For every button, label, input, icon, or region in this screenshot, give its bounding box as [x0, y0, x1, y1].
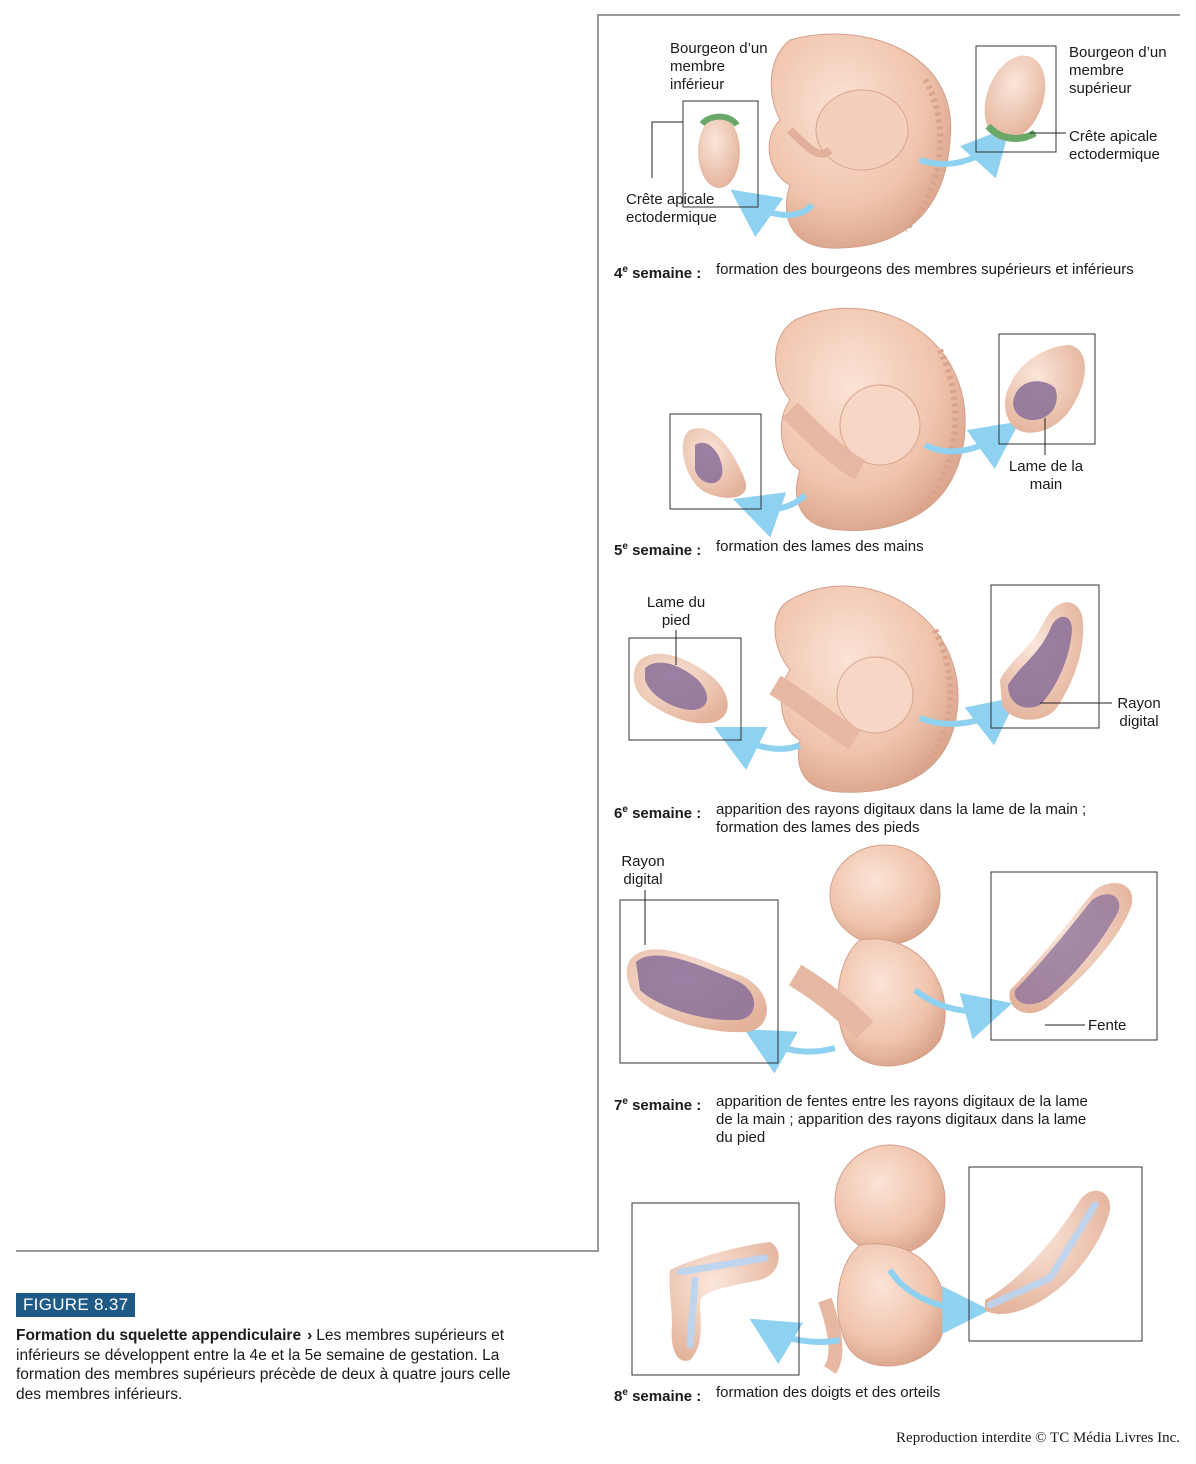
week7-caption: 7e semaine : apparition de fentes entre …	[614, 1093, 1088, 1146]
week7-desc-line: de la main ; apparition des rayons digit…	[716, 1111, 1087, 1128]
label-hand-plate: Lame de la main	[1008, 458, 1084, 493]
week4-desc-line: formation des bourgeons des membres supé…	[716, 261, 1134, 278]
figure-tag: FIGURE 8.37	[16, 1293, 136, 1317]
week6-word: semaine :	[632, 805, 702, 822]
week8-arrows	[749, 1268, 990, 1365]
lower-limb-bud	[698, 116, 740, 188]
week5-description: formation des lames des mains	[716, 538, 924, 556]
week5-inset-hand	[998, 333, 1096, 445]
week7-hand-rays	[1014, 894, 1120, 1005]
week7-desc-line: du pied	[716, 1129, 766, 1146]
week6-desc-line: apparition des rayons digitaux dans la l…	[716, 801, 1087, 818]
week5-word: semaine :	[632, 542, 702, 559]
week7-sup: e	[622, 1096, 628, 1107]
week7-embryo	[788, 844, 946, 1067]
week8-arm	[985, 1190, 1111, 1315]
week6-inset-foot	[628, 637, 742, 741]
week6-sup: e	[622, 804, 628, 815]
week5-embryo	[775, 307, 966, 532]
week6-foot-plate	[645, 662, 708, 710]
figure-caption-text: Les membres supérieurs et inférieurs se …	[16, 1327, 511, 1403]
week5-hand-plate	[1013, 381, 1057, 421]
week7-foot-plate	[636, 955, 755, 1021]
caption-arrow-icon: ›	[307, 1327, 313, 1344]
week8-embryo	[818, 1144, 947, 1374]
frame-bottom-line	[16, 1250, 599, 1252]
week6-hand-plate	[1008, 616, 1072, 708]
figure-caption: Formation du squelette appendiculaire ›Le…	[16, 1326, 536, 1404]
week4-inset-lower	[682, 100, 759, 208]
frame-top-line	[598, 14, 1180, 16]
label-bud-upper: Bourgeon d’un membre supérieur	[1069, 44, 1167, 97]
label-foot-plate: Lame du pied	[646, 594, 706, 629]
label-digital-ray-6: Rayon digital	[1117, 695, 1161, 730]
week8-sup: e	[622, 1387, 628, 1398]
label-ridge-right: Crête apicale ectodermique	[1069, 128, 1160, 163]
week8-inset-arm	[968, 1166, 1143, 1342]
week7-desc-line: apparition de fentes entre les rayons di…	[716, 1093, 1088, 1110]
frame-left-line	[597, 14, 599, 1252]
label-digital-ray-7: Rayon digital	[621, 853, 665, 888]
label-bud-lower: Bourgeon d’un membre inférieur	[670, 40, 768, 93]
week7-inset-foot	[619, 899, 779, 1064]
week8-desc-line: formation des doigts et des orteils	[716, 1384, 941, 1401]
week6-desc-line: formation des lames des pieds	[716, 819, 920, 836]
week7-number: 7	[614, 1097, 623, 1114]
figure-caption-title: Formation du squelette appendiculaire	[16, 1327, 302, 1344]
week6-embryo	[769, 585, 959, 793]
copyright-notice: Reproduction interdite © TC Média Livres…	[896, 1430, 1180, 1446]
week8-word: semaine :	[632, 1388, 702, 1405]
week8-inset-leg	[631, 1202, 800, 1376]
week4-sup: e	[622, 264, 628, 275]
week7-description: apparition de fentes entre les rayons di…	[716, 1093, 1088, 1147]
lower-apical-ridge	[699, 113, 740, 127]
label-notch: Fente	[1088, 1017, 1127, 1034]
week5-number: 5	[614, 542, 623, 559]
week5-inset-foot	[669, 413, 762, 510]
week7-arrows	[744, 987, 1013, 1074]
week4-arrows	[730, 126, 1011, 238]
week6-number: 6	[614, 805, 623, 822]
week4-embryo	[768, 33, 952, 249]
week8-description: formation des doigts et des orteils	[716, 1384, 940, 1402]
week5-arrows	[733, 421, 1020, 538]
week4-description: formation des bourgeons des membres supé…	[716, 261, 1134, 279]
week5-sup: e	[622, 541, 628, 552]
week4-word: semaine :	[632, 265, 702, 282]
week8-arm-bones	[986, 1201, 1099, 1309]
week4-caption: 4e semaine : formation des bourgeons des…	[614, 261, 1134, 283]
week7-word: semaine :	[632, 1097, 702, 1114]
week5-caption: 5e semaine : formation des lames des mai…	[614, 538, 924, 560]
week8-leg-bones	[676, 1254, 769, 1349]
upper-apical-ridge	[985, 123, 1037, 142]
week8-caption: 8e semaine : formation des doigts et des…	[614, 1384, 940, 1406]
week6-inset-hand	[990, 584, 1100, 729]
week6-arrows	[713, 696, 1018, 770]
label-ridge-left: Crête apicale ectodermique	[626, 191, 717, 226]
upper-limb-bud	[984, 55, 1046, 141]
week6-caption: 6e semaine : apparition des rayons digit…	[614, 801, 1086, 836]
week4-number: 4	[614, 265, 623, 282]
week4-inset-upper	[975, 45, 1057, 153]
week5-foot-plate	[695, 442, 723, 484]
week6-description: apparition des rayons digitaux dans la l…	[716, 801, 1086, 837]
week7-inset-hand	[990, 871, 1158, 1041]
week8-number: 8	[614, 1388, 623, 1405]
week5-desc-line: formation des lames des mains	[716, 538, 924, 555]
